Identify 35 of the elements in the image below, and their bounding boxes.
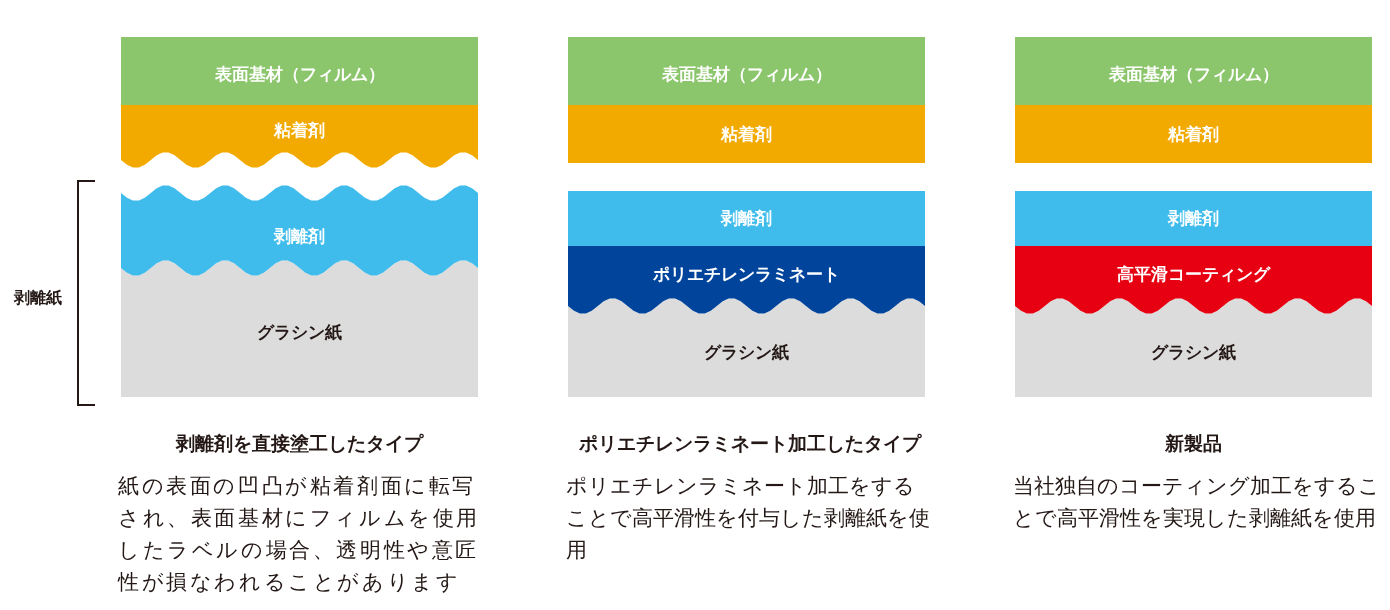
layer-label: グラシン紙 — [703, 341, 790, 364]
layer-band — [568, 105, 925, 163]
layer-label: 高平滑コーティング — [1116, 263, 1272, 286]
layer-label: グラシン紙 — [256, 321, 343, 344]
layer-label: ポリエチレンラミネート — [652, 263, 841, 286]
layer-band — [1015, 37, 1372, 105]
layer-band — [121, 185, 478, 276]
layer-label: 粘着剤 — [1166, 123, 1220, 146]
panel-description: 当社独自のコーティング加工をすることで高平滑性を実現した剥離紙を使用 — [1013, 473, 1381, 532]
layer-label: 粘着剤 — [719, 123, 773, 146]
layer-label: 粘着剤 — [272, 119, 326, 142]
layer-band — [121, 37, 478, 105]
layer-label: 表面基材（フィルム） — [213, 63, 386, 86]
layer-band — [568, 37, 925, 105]
bracket-label: 剥離紙 — [14, 287, 63, 309]
layer-label: グラシン紙 — [1150, 341, 1237, 364]
layer-band — [1015, 191, 1372, 246]
layer-band — [121, 260, 478, 397]
layer-label: 剥離剤 — [1166, 207, 1220, 230]
panel-heading: 剥離剤を直接塗工したタイプ — [174, 431, 425, 456]
layer-band — [1015, 298, 1372, 397]
layer-label: 剥離剤 — [272, 225, 326, 248]
layer-band — [121, 105, 478, 168]
layer-label: 表面基材（フィルム） — [1107, 63, 1280, 86]
layer-band — [1015, 105, 1372, 163]
panel-description: 紙の表面の凹凸が粘着剤面に転写され、表面基材にフィルムを使用したラベルの場合、透明性や意匠性が損なわれることがあります — [118, 473, 481, 596]
layer-label: 表面基材（フィルム） — [660, 63, 833, 86]
layer-band — [568, 298, 925, 397]
layer-band — [1015, 246, 1372, 314]
layer-label: 剥離剤 — [719, 207, 773, 230]
layer-band — [568, 246, 925, 314]
layer-band — [568, 191, 925, 246]
panel-heading: 新製品 — [1164, 431, 1223, 456]
panel-description: ポリエチレンラミネート加工をすることで高平滑性を付与した剥離紙を使用 — [566, 473, 931, 564]
panel-heading: ポリエチレンラミネート加工したタイプ — [578, 431, 923, 456]
